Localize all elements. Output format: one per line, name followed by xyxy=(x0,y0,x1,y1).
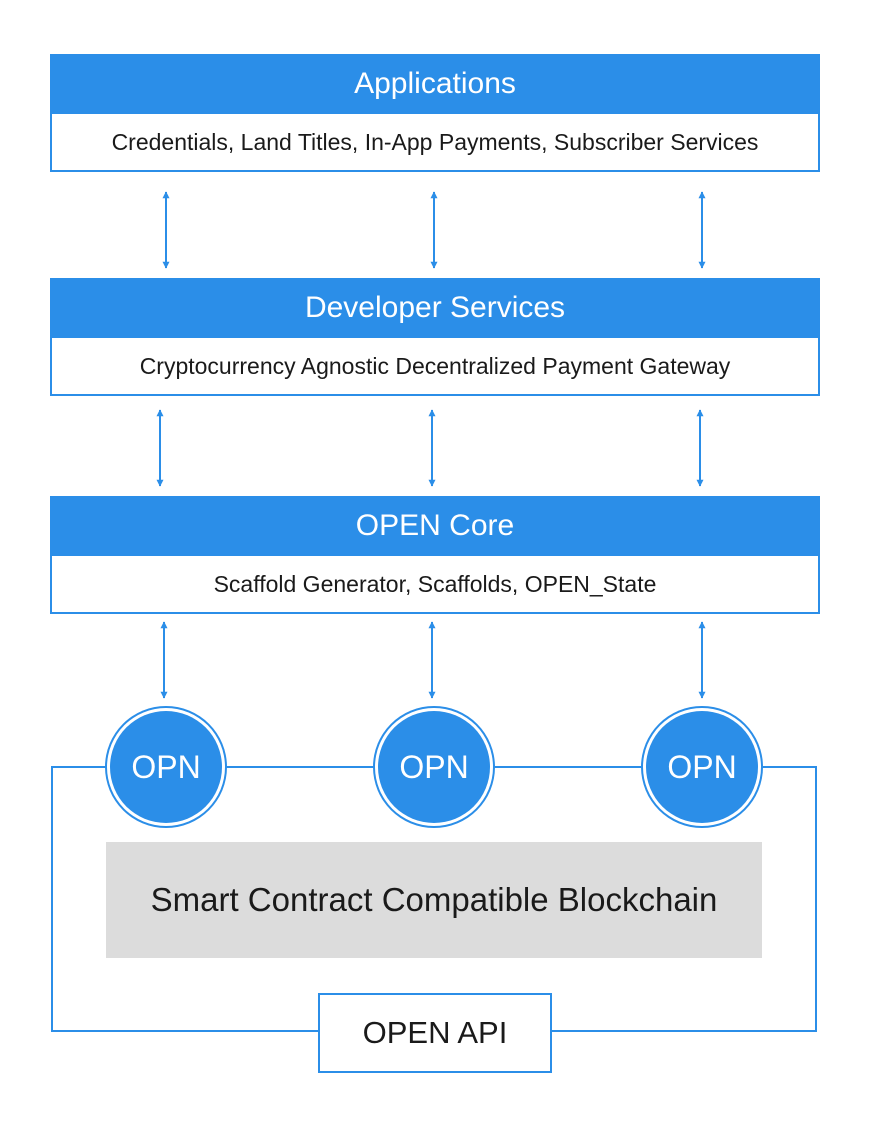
blockchain-box: Smart Contract Compatible Blockchain xyxy=(106,842,762,958)
developer-services-title: Developer Services xyxy=(50,278,820,338)
applications-layer: Applications Credentials, Land Titles, I… xyxy=(50,54,820,172)
open-core-layer: OPEN Core Scaffold Generator, Scaffolds,… xyxy=(50,496,820,614)
developer-services-layer: Developer Services Cryptocurrency Agnost… xyxy=(50,278,820,396)
applications-title: Applications xyxy=(50,54,820,114)
applications-items: Credentials, Land Titles, In-App Payment… xyxy=(50,114,820,172)
open-core-title: OPEN Core xyxy=(50,496,820,556)
opn-node: OPN xyxy=(110,711,222,823)
open-core-items: Scaffold Generator, Scaffolds, OPEN_Stat… xyxy=(50,556,820,614)
opn-node: OPN xyxy=(646,711,758,823)
opn-node: OPN xyxy=(378,711,490,823)
open-api-box: OPEN API xyxy=(318,993,552,1073)
developer-services-items: Cryptocurrency Agnostic Decentralized Pa… xyxy=(50,338,820,396)
